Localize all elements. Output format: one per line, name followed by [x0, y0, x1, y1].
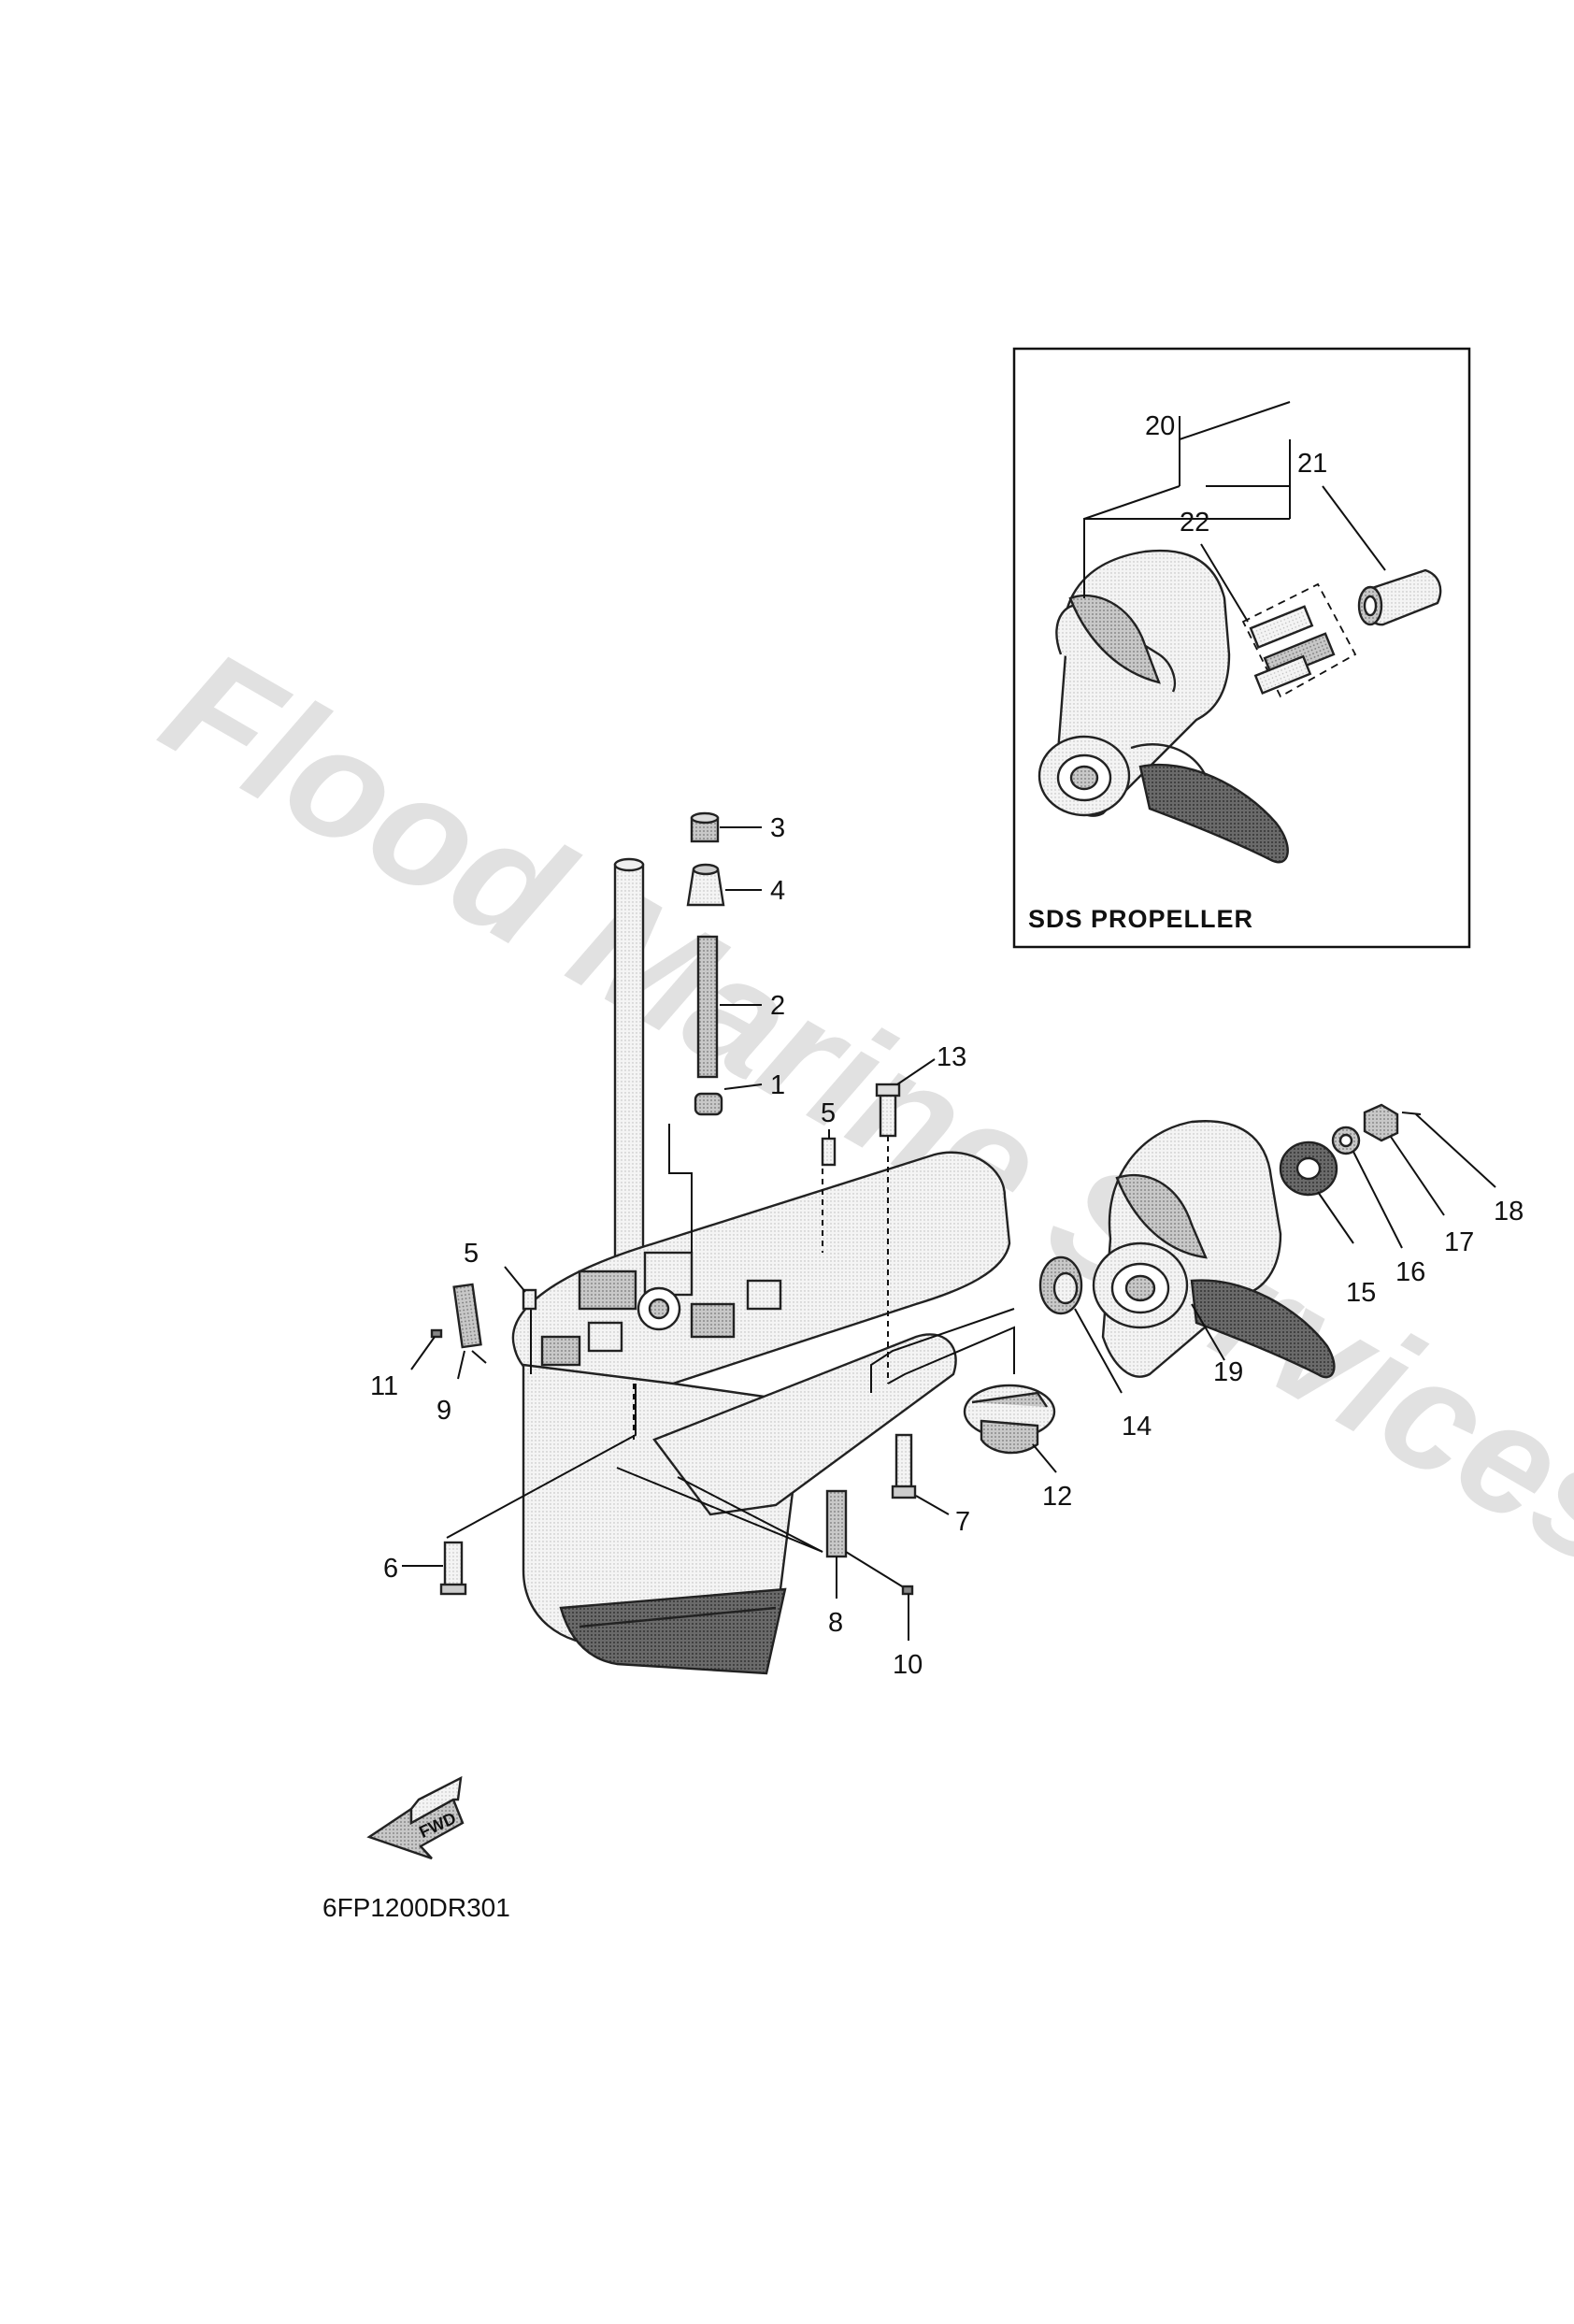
- housing-skeg: [559, 1587, 787, 1675]
- callout-7: 7: [955, 1507, 970, 1537]
- callout-14: 14: [1122, 1412, 1152, 1442]
- part-1: [694, 1083, 763, 1116]
- inset-part-21: [1357, 568, 1442, 626]
- part-8: [825, 1489, 848, 1599]
- inset-propeller: [1037, 549, 1289, 864]
- callout-6: 6: [383, 1554, 398, 1584]
- callout-1: 1: [770, 1070, 785, 1100]
- callout-2: 2: [770, 991, 785, 1021]
- housing-torpedo: [652, 1333, 957, 1516]
- part-15: [1279, 1140, 1354, 1244]
- part-17: [1363, 1103, 1445, 1216]
- callout-22: 22: [1180, 508, 1209, 538]
- lower-unit-assembly: [446, 857, 1015, 1675]
- callout-20: 20: [1145, 411, 1175, 441]
- callout-11: 11: [370, 1371, 398, 1401]
- housing-gear-details: [540, 1251, 782, 1367]
- callout-18: 18: [1494, 1197, 1524, 1227]
- part-2: [696, 935, 762, 1079]
- part-3: [690, 811, 762, 843]
- part-5-upper: [821, 1129, 837, 1167]
- part-5-left: [504, 1266, 537, 1311]
- callout-5-left: 5: [464, 1239, 479, 1269]
- callout-9: 9: [436, 1396, 451, 1426]
- diagram-code: 6FP1200DR301: [322, 1893, 510, 1922]
- part-18: [1401, 1112, 1496, 1188]
- callout-21: 21: [1297, 449, 1327, 479]
- part-19-propeller: [1092, 1120, 1336, 1379]
- callout-19: 19: [1213, 1357, 1243, 1387]
- inset-part-22: [1241, 582, 1357, 698]
- callout-3: 3: [770, 813, 785, 843]
- callout-16: 16: [1395, 1257, 1425, 1287]
- callout-12: 12: [1042, 1482, 1072, 1512]
- fwd-arrow-icon: FWD: [366, 1775, 465, 1860]
- callout-15: 15: [1346, 1278, 1376, 1308]
- part-14: [1038, 1255, 1123, 1394]
- part-7: [891, 1433, 950, 1515]
- part-12: [963, 1384, 1057, 1473]
- part-13: [875, 1058, 936, 1138]
- callout-8: 8: [828, 1608, 843, 1638]
- callout-17: 17: [1444, 1227, 1474, 1257]
- part-16: [1331, 1126, 1403, 1249]
- callout-5-upper: 5: [821, 1098, 836, 1128]
- callout-10: 10: [893, 1650, 923, 1680]
- sds-propeller-inset: 20 21 22 SDS PROPELLER: [1012, 347, 1471, 949]
- inset-title: SDS PROPELLER: [1028, 905, 1253, 933]
- part-11: [410, 1328, 443, 1370]
- callout-4: 4: [770, 876, 785, 906]
- drive-shaft: [613, 863, 645, 1269]
- part-9: [452, 1283, 487, 1380]
- callout-13: 13: [937, 1042, 966, 1072]
- part-4: [686, 863, 762, 907]
- part-6: [402, 1541, 467, 1596]
- part-10: [845, 1551, 914, 1641]
